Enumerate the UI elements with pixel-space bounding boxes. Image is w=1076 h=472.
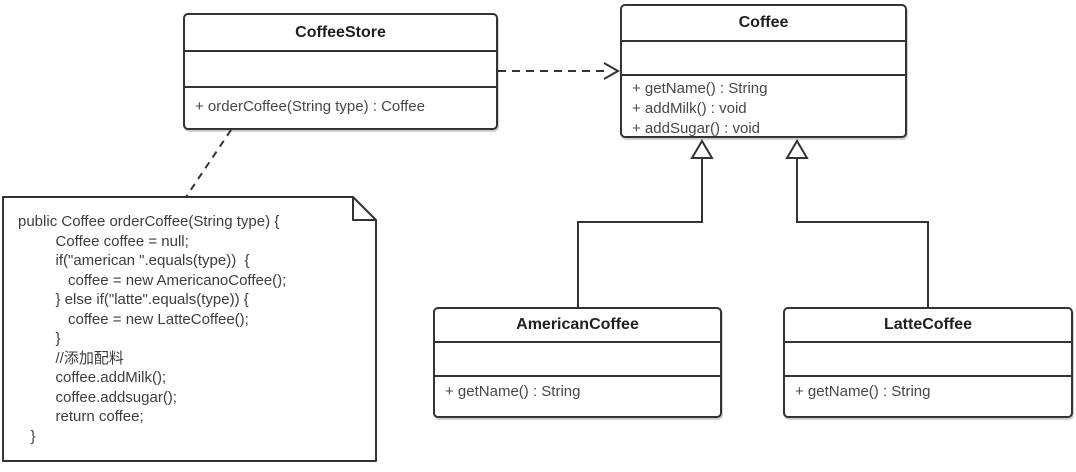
class-title: CoffeeStore	[185, 15, 496, 52]
methods-compartment: + orderCoffee(String type) : Coffee	[185, 88, 496, 128]
code-line: coffee.addsugar();	[18, 388, 177, 406]
class-box-coffeestore: CoffeeStore + orderCoffee(String type) :…	[183, 13, 498, 130]
methods-compartment: + getName() : String	[435, 377, 720, 416]
method-item: + addMilk() : void	[632, 100, 747, 117]
note-fold-icon	[352, 197, 376, 221]
method-item: + getName() : String	[632, 80, 768, 97]
open-arrowhead-icon	[603, 62, 621, 80]
code-line: coffee = new AmericanoCoffee();	[18, 271, 287, 289]
code-line: } else if("latte".equals(type)) {	[18, 291, 249, 308]
inheritance-connector-americancoffee-to-coffee	[577, 139, 714, 308]
code-line: //添加配料	[18, 349, 124, 367]
hollow-triangle-arrowhead-icon	[690, 139, 714, 159]
code-note: public Coffee orderCoffee(String type) {…	[5, 199, 371, 457]
code-line: Coffee coffee = null;	[18, 232, 189, 250]
methods-compartment: + getName() : String	[785, 377, 1071, 416]
class-box-coffee: Coffee + getName() : String + addMilk() …	[620, 4, 907, 138]
attributes-compartment	[785, 343, 1071, 377]
class-title: AmericanCoffee	[435, 309, 720, 343]
code-line: }	[18, 330, 61, 347]
code-line: coffee = new LatteCoffee();	[18, 310, 249, 328]
code-line: return coffee;	[18, 408, 144, 425]
attributes-compartment	[622, 42, 905, 76]
method-item: + getName() : String	[795, 383, 931, 400]
attributes-compartment	[435, 343, 720, 377]
code-line: public Coffee orderCoffee(String type) {	[18, 213, 280, 230]
code-line: }	[18, 427, 36, 445]
class-box-lattecoffee: LatteCoffee + getName() : String	[783, 307, 1073, 418]
code-line: coffee.addMilk();	[18, 369, 167, 386]
method-item: + getName() : String	[445, 383, 581, 400]
method-item: + addSugar() : void	[632, 120, 760, 136]
note-shape	[2, 196, 377, 462]
class-title: Coffee	[622, 6, 905, 42]
hollow-triangle-arrowhead-icon	[785, 139, 809, 159]
class-title: LatteCoffee	[785, 309, 1071, 343]
method-item: + orderCoffee(String type) : Coffee	[195, 98, 425, 115]
attributes-compartment	[185, 52, 496, 88]
inheritance-connector-lattecoffee-to-coffee	[785, 139, 929, 308]
dependency-arrow-coffeestore-to-coffee	[498, 62, 621, 80]
methods-compartment: + getName() : String + addMilk() : void …	[622, 76, 905, 136]
code-line: if("american ".equals(type)) {	[18, 252, 250, 269]
note-connector-coffeestore-to-note	[185, 129, 232, 198]
class-box-americancoffee: AmericanCoffee + getName() : String	[433, 307, 722, 418]
